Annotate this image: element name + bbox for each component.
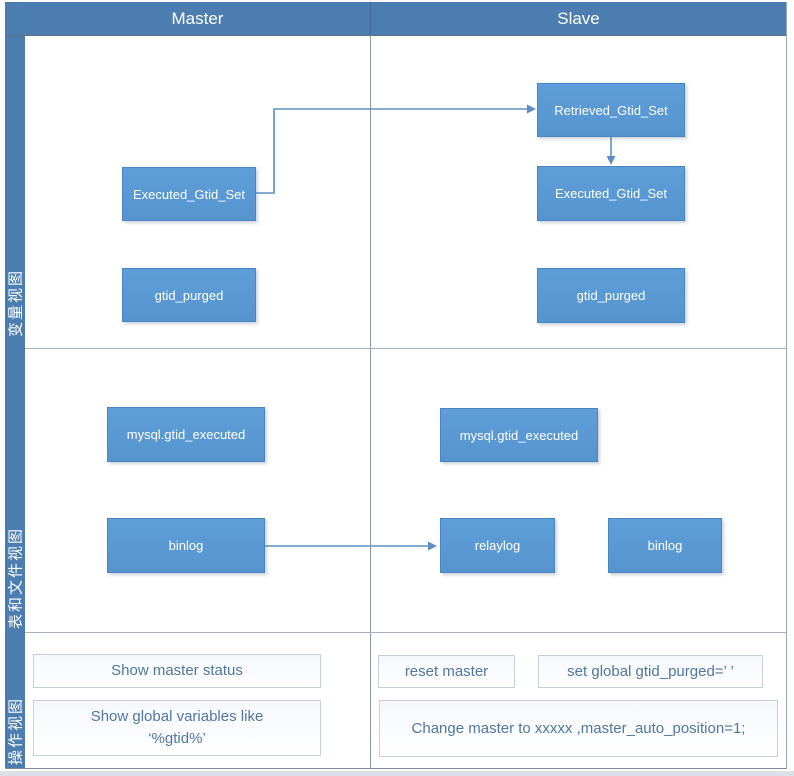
row-divider-2 [25, 632, 787, 633]
node-slave-retrieved-gtid-set: Retrieved_Gtid_Set [537, 83, 685, 137]
node-slave-executed-gtid-set: Executed_Gtid_Set [537, 166, 685, 221]
table-header-bar [5, 2, 787, 35]
sidebar-label-tables-files-view: 表和文件视图 [7, 526, 25, 630]
op-show-master-status: Show master status [33, 654, 321, 688]
node-slave-mysql-gtid-executed: mysql.gtid_executed [440, 408, 598, 462]
op-reset-master: reset master [378, 655, 515, 688]
sidebar-label-variables-view: 变量视图 [7, 268, 25, 338]
row-labels-rail [5, 35, 25, 768]
node-master-mysql-gtid-executed: mysql.gtid_executed [107, 407, 265, 462]
op-change-master: Change master to xxxxx ,master_auto_posi… [379, 700, 778, 757]
column-divider [370, 35, 371, 768]
node-master-executed-gtid-set: Executed_Gtid_Set [122, 167, 256, 221]
connector-master-executed-to-retrieved [256, 104, 536, 194]
node-master-binlog: binlog [107, 518, 265, 573]
op-show-global-variables: Show global variables like ‘%gtid%’ [33, 700, 321, 756]
bottom-strip [0, 771, 794, 776]
column-header-slave: Slave [557, 9, 600, 28]
sidebar-label-operations-view: 操作视图 [7, 696, 25, 766]
right-border [786, 2, 787, 768]
header-underline [5, 35, 787, 36]
node-slave-relaylog: relaylog [440, 518, 555, 573]
node-master-gtid-purged: gtid_purged [122, 268, 256, 322]
bottom-border [5, 768, 787, 769]
row-divider-1 [25, 348, 787, 349]
node-slave-binlog: binlog [608, 518, 722, 573]
node-slave-gtid-purged: gtid_purged [537, 268, 685, 323]
header-column-divider [370, 2, 371, 35]
column-header-master: Master [171, 9, 224, 28]
op-set-global-gtid-purged: set global gtid_purged=’ ’ [538, 655, 763, 688]
